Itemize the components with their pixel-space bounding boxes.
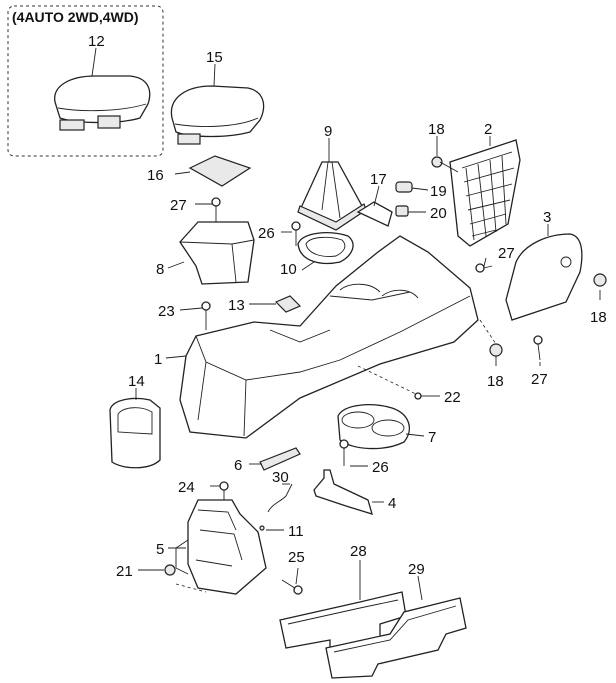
callout-19: 19	[430, 183, 447, 200]
part-13-pad	[274, 295, 302, 313]
callout-1: 1	[154, 351, 162, 368]
callout-26: 26	[258, 225, 275, 242]
callout-11: 11	[288, 523, 304, 540]
part-22-bolt	[414, 392, 436, 400]
leader-lines	[91, 47, 601, 601]
part-19-clip	[395, 181, 413, 193]
part-26-bolt-b	[339, 439, 349, 466]
part-27-screw-a	[211, 197, 221, 222]
callout-18: 18	[428, 121, 445, 138]
callout-9: 9	[324, 123, 332, 140]
callout-18: 18	[590, 309, 607, 326]
callout-23: 23	[158, 303, 175, 320]
callout-15: 15	[206, 49, 223, 66]
part-9-shift-boot	[297, 161, 367, 231]
callout-27: 27	[170, 197, 187, 214]
callout-14: 14	[128, 373, 145, 390]
part-18-clip-a	[431, 156, 443, 168]
callout-29: 29	[408, 561, 425, 578]
callout-20: 20	[430, 205, 447, 222]
variant-box-label: (4AUTO 2WD,4WD)	[12, 9, 139, 25]
callout-27: 27	[531, 371, 548, 388]
callout-17: 17	[370, 171, 387, 188]
callout-24: 24	[178, 479, 195, 496]
callout-26: 26	[372, 459, 389, 476]
part-10-shift-bezel	[297, 232, 354, 265]
callout-27: 27	[498, 245, 515, 262]
part-3-side-cover	[505, 233, 583, 321]
part-4-bracket	[313, 469, 373, 515]
callout-28: 28	[350, 543, 367, 560]
part-27-screw-c	[533, 335, 543, 361]
part-26-bolt-a	[291, 221, 301, 246]
part-5-mounting-frame	[175, 499, 267, 595]
part-18-clip-c	[489, 343, 503, 357]
part-15-armrest-lid	[170, 85, 265, 145]
callout-labels: 12 15 9 18 2 16 17 19 27 20 3 26 27 8 10…	[88, 33, 607, 580]
part-23-bolt	[201, 301, 211, 330]
callout-4: 4	[388, 495, 396, 512]
part-1-console-body	[179, 235, 497, 439]
callout-3: 3	[543, 209, 551, 226]
part-18-clip-b	[593, 273, 607, 287]
callout-12: 12	[88, 33, 105, 50]
callout-8: 8	[156, 261, 164, 278]
callout-2: 2	[484, 121, 492, 138]
callout-13: 13	[228, 297, 245, 314]
callout-25: 25	[288, 549, 305, 566]
callout-16: 16	[147, 167, 164, 184]
part-8-storage-box	[179, 221, 255, 285]
callout-21: 21	[116, 563, 133, 580]
part-29-mat	[325, 597, 467, 679]
part-20-clip	[395, 205, 409, 217]
callout-7: 7	[428, 429, 436, 446]
part-12-armrest-lid	[54, 75, 151, 131]
part-25-bolt	[281, 579, 303, 595]
part-17-trim	[356, 201, 393, 227]
callout-5: 5	[156, 541, 164, 558]
callout-22: 22	[444, 389, 461, 406]
part-2-side-cover	[449, 139, 521, 247]
part-30-wire	[267, 483, 293, 513]
part-6-rail	[259, 447, 301, 471]
callout-30: 30	[272, 469, 289, 486]
part-14-panel	[109, 397, 161, 469]
part-11-grommet	[259, 525, 265, 531]
variant-box: (4AUTO 2WD,4WD)	[7, 5, 164, 157]
part-7-cup-holder	[337, 404, 410, 450]
callout-18: 18	[487, 373, 504, 390]
part-21-clip	[164, 564, 176, 576]
callout-10: 10	[280, 261, 297, 278]
part-16-mat	[188, 155, 252, 187]
part-27-screw-b	[475, 263, 493, 273]
callout-6: 6	[234, 457, 242, 474]
